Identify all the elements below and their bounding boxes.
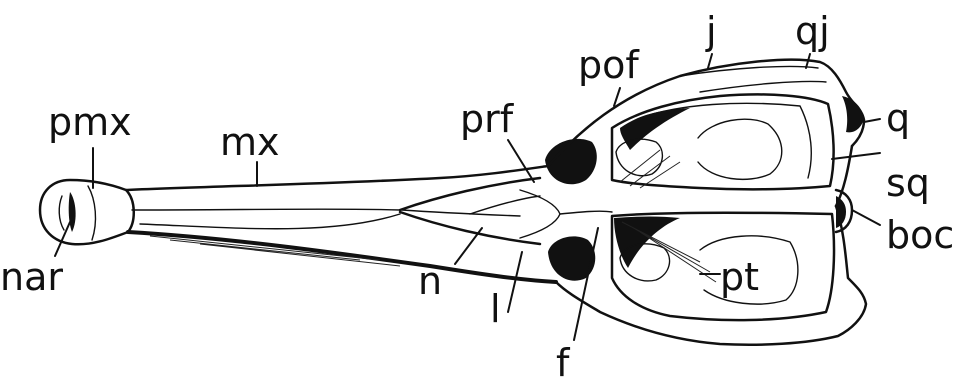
leader-sq [832, 153, 880, 159]
leader-prf [508, 140, 534, 182]
label-pof: pof [578, 43, 640, 87]
maxilla [126, 166, 556, 282]
label-q: q [886, 96, 910, 140]
leader-l [508, 252, 522, 312]
cranial-table [400, 178, 612, 244]
leader-n [455, 228, 482, 264]
labels: pmx mx nar prf pof j qj q sq boc pt n l … [0, 9, 954, 385]
label-qj: qj [795, 9, 830, 53]
label-n: n [418, 259, 442, 303]
label-l: l [490, 287, 501, 331]
label-boc: boc [886, 213, 954, 257]
leader-j [708, 54, 712, 68]
label-prf: prf [460, 97, 515, 141]
label-pt: pt [720, 255, 759, 299]
label-sq: sq [886, 161, 930, 205]
upper-fenestra [612, 94, 834, 189]
label-j: j [705, 9, 717, 53]
label-mx: mx [220, 120, 280, 164]
leader-boc [852, 210, 880, 225]
quadrate [842, 96, 864, 132]
label-pmx: pmx [48, 100, 132, 144]
label-nar: nar [0, 255, 63, 299]
label-f: f [556, 341, 571, 385]
premaxilla [40, 180, 134, 244]
basioccipital [836, 190, 852, 232]
skull-outline [548, 60, 866, 345]
leader-q [864, 119, 880, 122]
